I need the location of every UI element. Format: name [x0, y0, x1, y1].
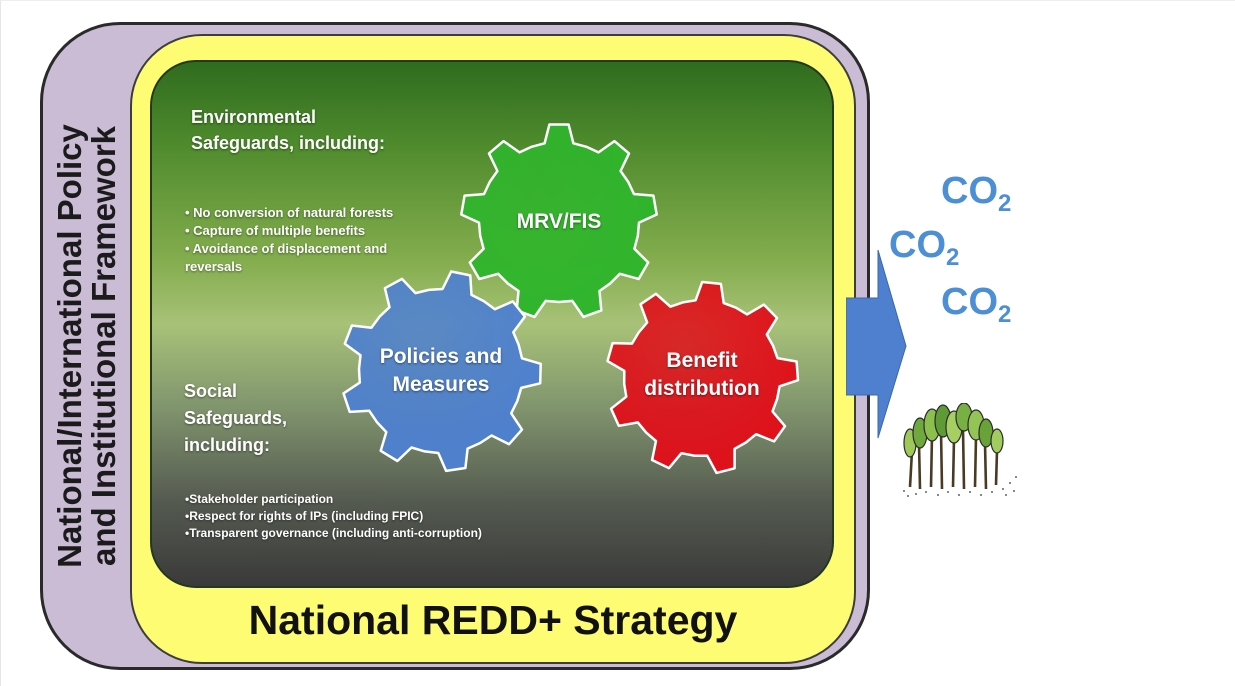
framework-label: National/International Policy and Instit… [42, 22, 132, 670]
social-item: •Respect for rights of IPs (including FP… [185, 509, 424, 523]
social-item: •Transparent governance (including anti-… [185, 526, 482, 540]
co2-sub: 2 [998, 190, 1012, 217]
mrv-gear-shape [460, 123, 658, 319]
co2-label: CO2 [941, 171, 1011, 224]
environmental-item: • No conversion of natural forests [185, 205, 394, 220]
co2-label: CO2 [889, 225, 959, 278]
policies-gear-label: Policies and Measures [379, 345, 503, 396]
social-heading: Social Safeguards, including: [184, 378, 287, 459]
social-list: •Stakeholder participation •Respect for … [185, 491, 482, 542]
social-heading-line-1: Social [184, 381, 238, 401]
co2-sub: 2 [998, 301, 1012, 328]
social-heading-line-2: Safeguards, [184, 408, 288, 428]
policies-gear [342, 270, 542, 473]
environmental-heading-line-2: Safeguards, including: [191, 133, 386, 153]
social-item: •Stakeholder participation [185, 492, 334, 506]
environmental-heading: Environmental Safeguards, including: [191, 104, 385, 156]
co2-main: CO [941, 281, 998, 323]
framework-label-line-2: and Institutional Framework [85, 125, 122, 567]
strategy-title: National REDD+ Strategy [248, 597, 738, 643]
mrv-gear [460, 123, 658, 319]
benefit-gear-shape [606, 280, 800, 475]
co2-main: CO [941, 170, 998, 212]
environmental-item: • Capture of multiple benefits [185, 223, 366, 238]
environmental-list: • No conversion of natural forests • Cap… [185, 204, 445, 276]
environmental-item: • Avoidance of displacement and reversal… [185, 241, 388, 274]
benefit-gear-label: Benefit distribution [644, 349, 760, 400]
forest-trees-icon [903, 403, 1017, 497]
policies-gear-shape [342, 270, 542, 473]
benefit-gear [606, 280, 800, 475]
social-heading-line-3: including: [184, 435, 270, 455]
framework-label-line-1: National/International Policy [51, 124, 88, 568]
mrv-gear-label: MRV/FIS [516, 210, 602, 233]
right-arrow-icon [846, 250, 907, 439]
co2-label: CO2 [941, 282, 1011, 335]
co2-main: CO [889, 224, 946, 266]
co2-sub: 2 [946, 244, 960, 271]
environmental-heading-line-1: Environmental [191, 107, 317, 127]
